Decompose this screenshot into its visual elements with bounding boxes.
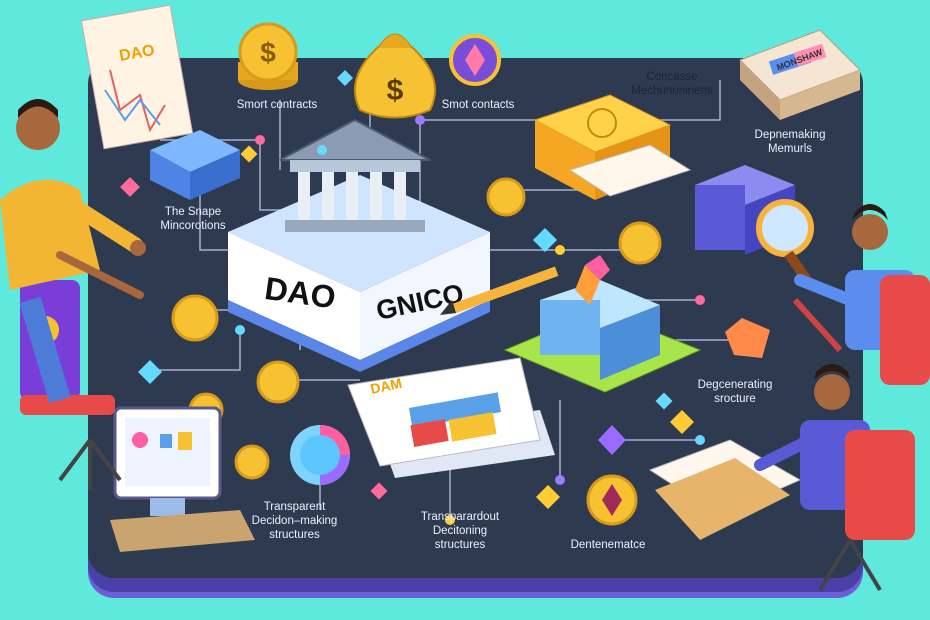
pen-icon — [440, 266, 559, 315]
doc-bottom-title: DAM — [369, 375, 404, 397]
eth-coin-icon — [449, 34, 501, 86]
gems — [138, 70, 770, 509]
label-right-top: Concasse Mechununinens — [631, 71, 713, 97]
coin-dollar-symbol: $ — [260, 37, 276, 68]
person-right-bottom — [754, 364, 915, 592]
golden-crate — [533, 94, 692, 200]
document-top-left — [80, 4, 194, 150]
monitor-bottom-left — [110, 406, 255, 552]
label-bottom-mid: Transparardout Decitoning structures — [420, 511, 500, 551]
box-top-right — [739, 29, 861, 120]
label-left-mid: The Snape Mincorotions — [160, 206, 226, 232]
doc-top-left-title: DAO — [118, 42, 156, 65]
label-smart-contracts-left: Smort contracts — [236, 99, 318, 111]
label-smart-contracts-right: Smot contacts — [441, 99, 515, 111]
money-bag-dollar: $ — [387, 74, 404, 107]
magnifier-icon — [756, 199, 816, 290]
person-right-top — [792, 204, 930, 385]
money-bag-icon — [354, 33, 436, 119]
label-right-low: Degcenerating srocture — [697, 379, 773, 405]
ring-diagram — [290, 425, 350, 485]
document-bottom-center — [347, 357, 555, 478]
glass-building — [503, 255, 702, 393]
label-bottom-left: Transparent Decidon–making structures — [251, 501, 338, 541]
label-bottom-right: Dentenematce — [570, 539, 646, 551]
bank-building-icon — [279, 118, 431, 232]
central-pedestal — [228, 175, 490, 372]
label-right-mid: Depnemaking Memurls — [754, 129, 826, 155]
coin-stack — [238, 22, 298, 90]
blue-block-left — [150, 130, 240, 200]
person-left — [0, 99, 146, 490]
coins-scattered — [171, 177, 662, 526]
